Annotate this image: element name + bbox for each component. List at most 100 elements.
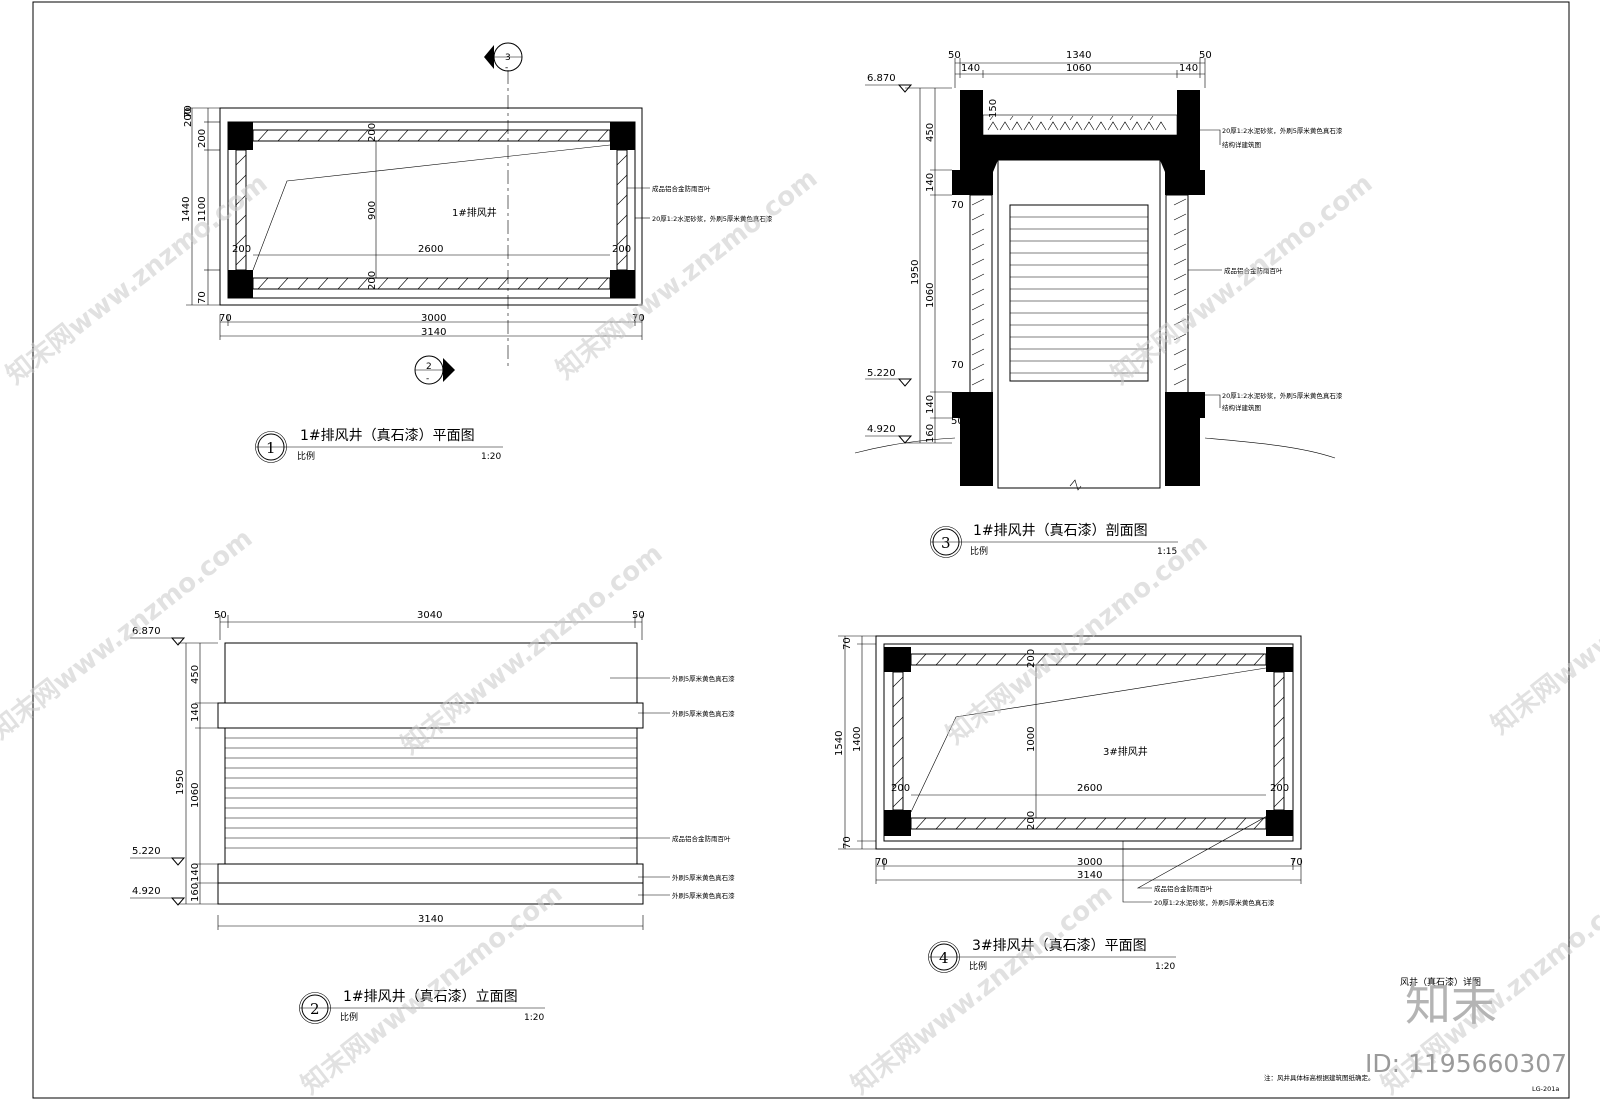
section-3-cap [952,90,1205,195]
svg-text:200: 200 [197,129,208,148]
svg-text:200: 200 [1270,783,1289,794]
svg-text:1060: 1060 [925,283,936,308]
plan-1-column-tr [610,122,635,150]
section-3-title: 1#排风井（真石漆）剖面图 [973,523,1148,539]
svg-text:1:20: 1:20 [481,452,501,462]
svg-text:200: 200 [891,783,910,794]
svg-text:70: 70 [183,105,194,118]
elevation-2-labels: 50 3040 50 3140 6.870 5.220 4.920 1950 4… [132,610,735,925]
svg-text:成品铝合金防雨百叶: 成品铝合金防雨百叶 [1154,884,1213,893]
svg-text:450: 450 [190,665,201,684]
sheet-partial-title: 风井（真石漆）详图 [1400,976,1481,988]
watermark-text: 知末网www.znzmo.com [846,878,1118,1100]
plan-4-drawing [838,635,1302,903]
svg-text:20厚1:2水泥砂浆，外刷5厚米黄色真石漆: 20厚1:2水泥砂浆，外刷5厚米黄色真石漆 [1154,898,1275,907]
svg-text:3: 3 [941,534,951,552]
svg-text:70: 70 [842,836,853,849]
plan-4-title-block: 4 3#排风井（真石漆）平面图 比例 1:20 [928,938,1176,973]
svg-text:140: 140 [1179,63,1198,74]
watermark-text: 知末网www.znzmo.com [296,878,568,1100]
svg-text:140: 140 [925,395,936,414]
svg-text:1:15: 1:15 [1157,547,1177,557]
watermark-text: 知末网www.znzmo.com [396,538,668,760]
svg-text:3040: 3040 [417,610,442,621]
svg-text:6.870: 6.870 [132,626,161,637]
section-3-base-left [952,392,993,486]
svg-text:比例: 比例 [297,450,315,462]
svg-text:1000: 1000 [1026,727,1037,752]
svg-text:比例: 比例 [970,545,988,557]
svg-text:外刷5厚米黄色真石漆: 外刷5厚米黄色真石漆 [672,891,735,900]
svg-text:70: 70 [951,360,964,371]
svg-text:成品铝合金防雨百叶: 成品铝合金防雨百叶 [652,184,711,193]
svg-text:70: 70 [842,637,853,650]
svg-text:70: 70 [197,291,208,304]
svg-text:3: 3 [505,53,511,63]
svg-text:2600: 2600 [1077,783,1102,794]
svg-text:1:20: 1:20 [1155,962,1175,972]
section-3-base-right [1165,392,1205,486]
svg-text:50: 50 [1199,50,1212,61]
plan-1-outline [219,107,643,306]
svg-text:1100: 1100 [197,197,208,222]
svg-text:50: 50 [214,610,227,621]
svg-text:3000: 3000 [421,313,446,324]
elevation-2-cap [224,642,638,704]
svg-text:900: 900 [367,201,378,220]
svg-text:6.870: 6.870 [867,73,896,84]
svg-text:1440: 1440 [181,197,192,222]
svg-text:2: 2 [310,1000,320,1018]
svg-text:70: 70 [951,200,964,211]
svg-text:70: 70 [875,857,888,868]
plan-1-column-br [610,270,635,298]
svg-text:外刷5厚米黄色真石漆: 外刷5厚米黄色真石漆 [672,674,735,683]
svg-text:外刷5厚米黄色真石漆: 外刷5厚米黄色真石漆 [672,873,735,882]
section-3-title-block: 3 1#排风井（真石漆）剖面图 比例 1:15 [930,523,1178,558]
plan-1-room-label: 1#排风井 [452,206,497,219]
svg-text:140: 140 [961,63,980,74]
svg-text:1540: 1540 [834,731,845,756]
sheet-border [32,1,1570,1099]
svg-text:1060: 1060 [1066,63,1091,74]
sheet-number: LG-201a [1532,1085,1559,1093]
svg-text:3140: 3140 [421,327,446,338]
svg-text:200: 200 [1026,649,1037,668]
sheet-footer-note: 注：风井具体标高根据建筑图纸确定。 [1264,1073,1375,1082]
svg-text:1: 1 [266,439,276,457]
plan-1-labels: 1#排风井 200 70 1440 1100 200 70 900 200 20… [181,53,773,384]
svg-text:450: 450 [925,123,936,142]
svg-text:200: 200 [367,123,378,142]
svg-text:200: 200 [183,108,194,127]
watermark-layer: 知末网www.znzmo.com 知末网www.znzmo.com 知末网www… [0,163,1600,1100]
svg-text:1:20: 1:20 [524,1013,544,1023]
watermark-text: 知末网www.znzmo.com [941,528,1213,750]
svg-text:200: 200 [367,271,378,290]
svg-text:1950: 1950 [910,260,921,285]
svg-text:50: 50 [951,416,964,427]
svg-text:2600: 2600 [418,244,443,255]
svg-text:150: 150 [988,99,999,118]
svg-text:结构详建筑图: 结构详建筑图 [1222,403,1261,412]
svg-text:20厚1:2水泥砂浆，外刷5厚米黄色真石漆: 20厚1:2水泥砂浆，外刷5厚米黄色真石漆 [1222,126,1343,135]
svg-text:200: 200 [612,244,631,255]
svg-text:1400: 1400 [852,727,863,752]
svg-text:结构详建筑图: 结构详建筑图 [1222,140,1261,149]
elevation-2-drawing [130,615,670,930]
svg-text:-: - [426,374,429,384]
elevation-2-title-block: 2 1#排风井（真石漆）立面图 比例 1:20 [299,989,545,1024]
svg-text:200: 200 [1026,811,1037,830]
elevation-2-title: 1#排风井（真石漆）立面图 [343,989,518,1005]
svg-text:140: 140 [925,173,936,192]
svg-text:1340: 1340 [1066,50,1091,61]
section-3-labels: 50 1340 50 140 1060 140 6.870 5.220 4.92… [867,50,1343,443]
svg-text:160: 160 [925,424,936,443]
watermark-text: 知末网www.znzmo.com [551,163,823,385]
watermark-text: 知末网www.znzmo.com [0,523,258,745]
svg-text:成品铝合金防雨百叶: 成品铝合金防雨百叶 [672,834,731,843]
svg-text:4: 4 [939,949,949,967]
svg-text:200: 200 [232,244,251,255]
svg-text:4.920: 4.920 [867,424,896,435]
svg-text:1950: 1950 [175,770,186,795]
svg-text:外刷5厚米黄色真石漆: 外刷5厚米黄色真石漆 [672,709,735,718]
